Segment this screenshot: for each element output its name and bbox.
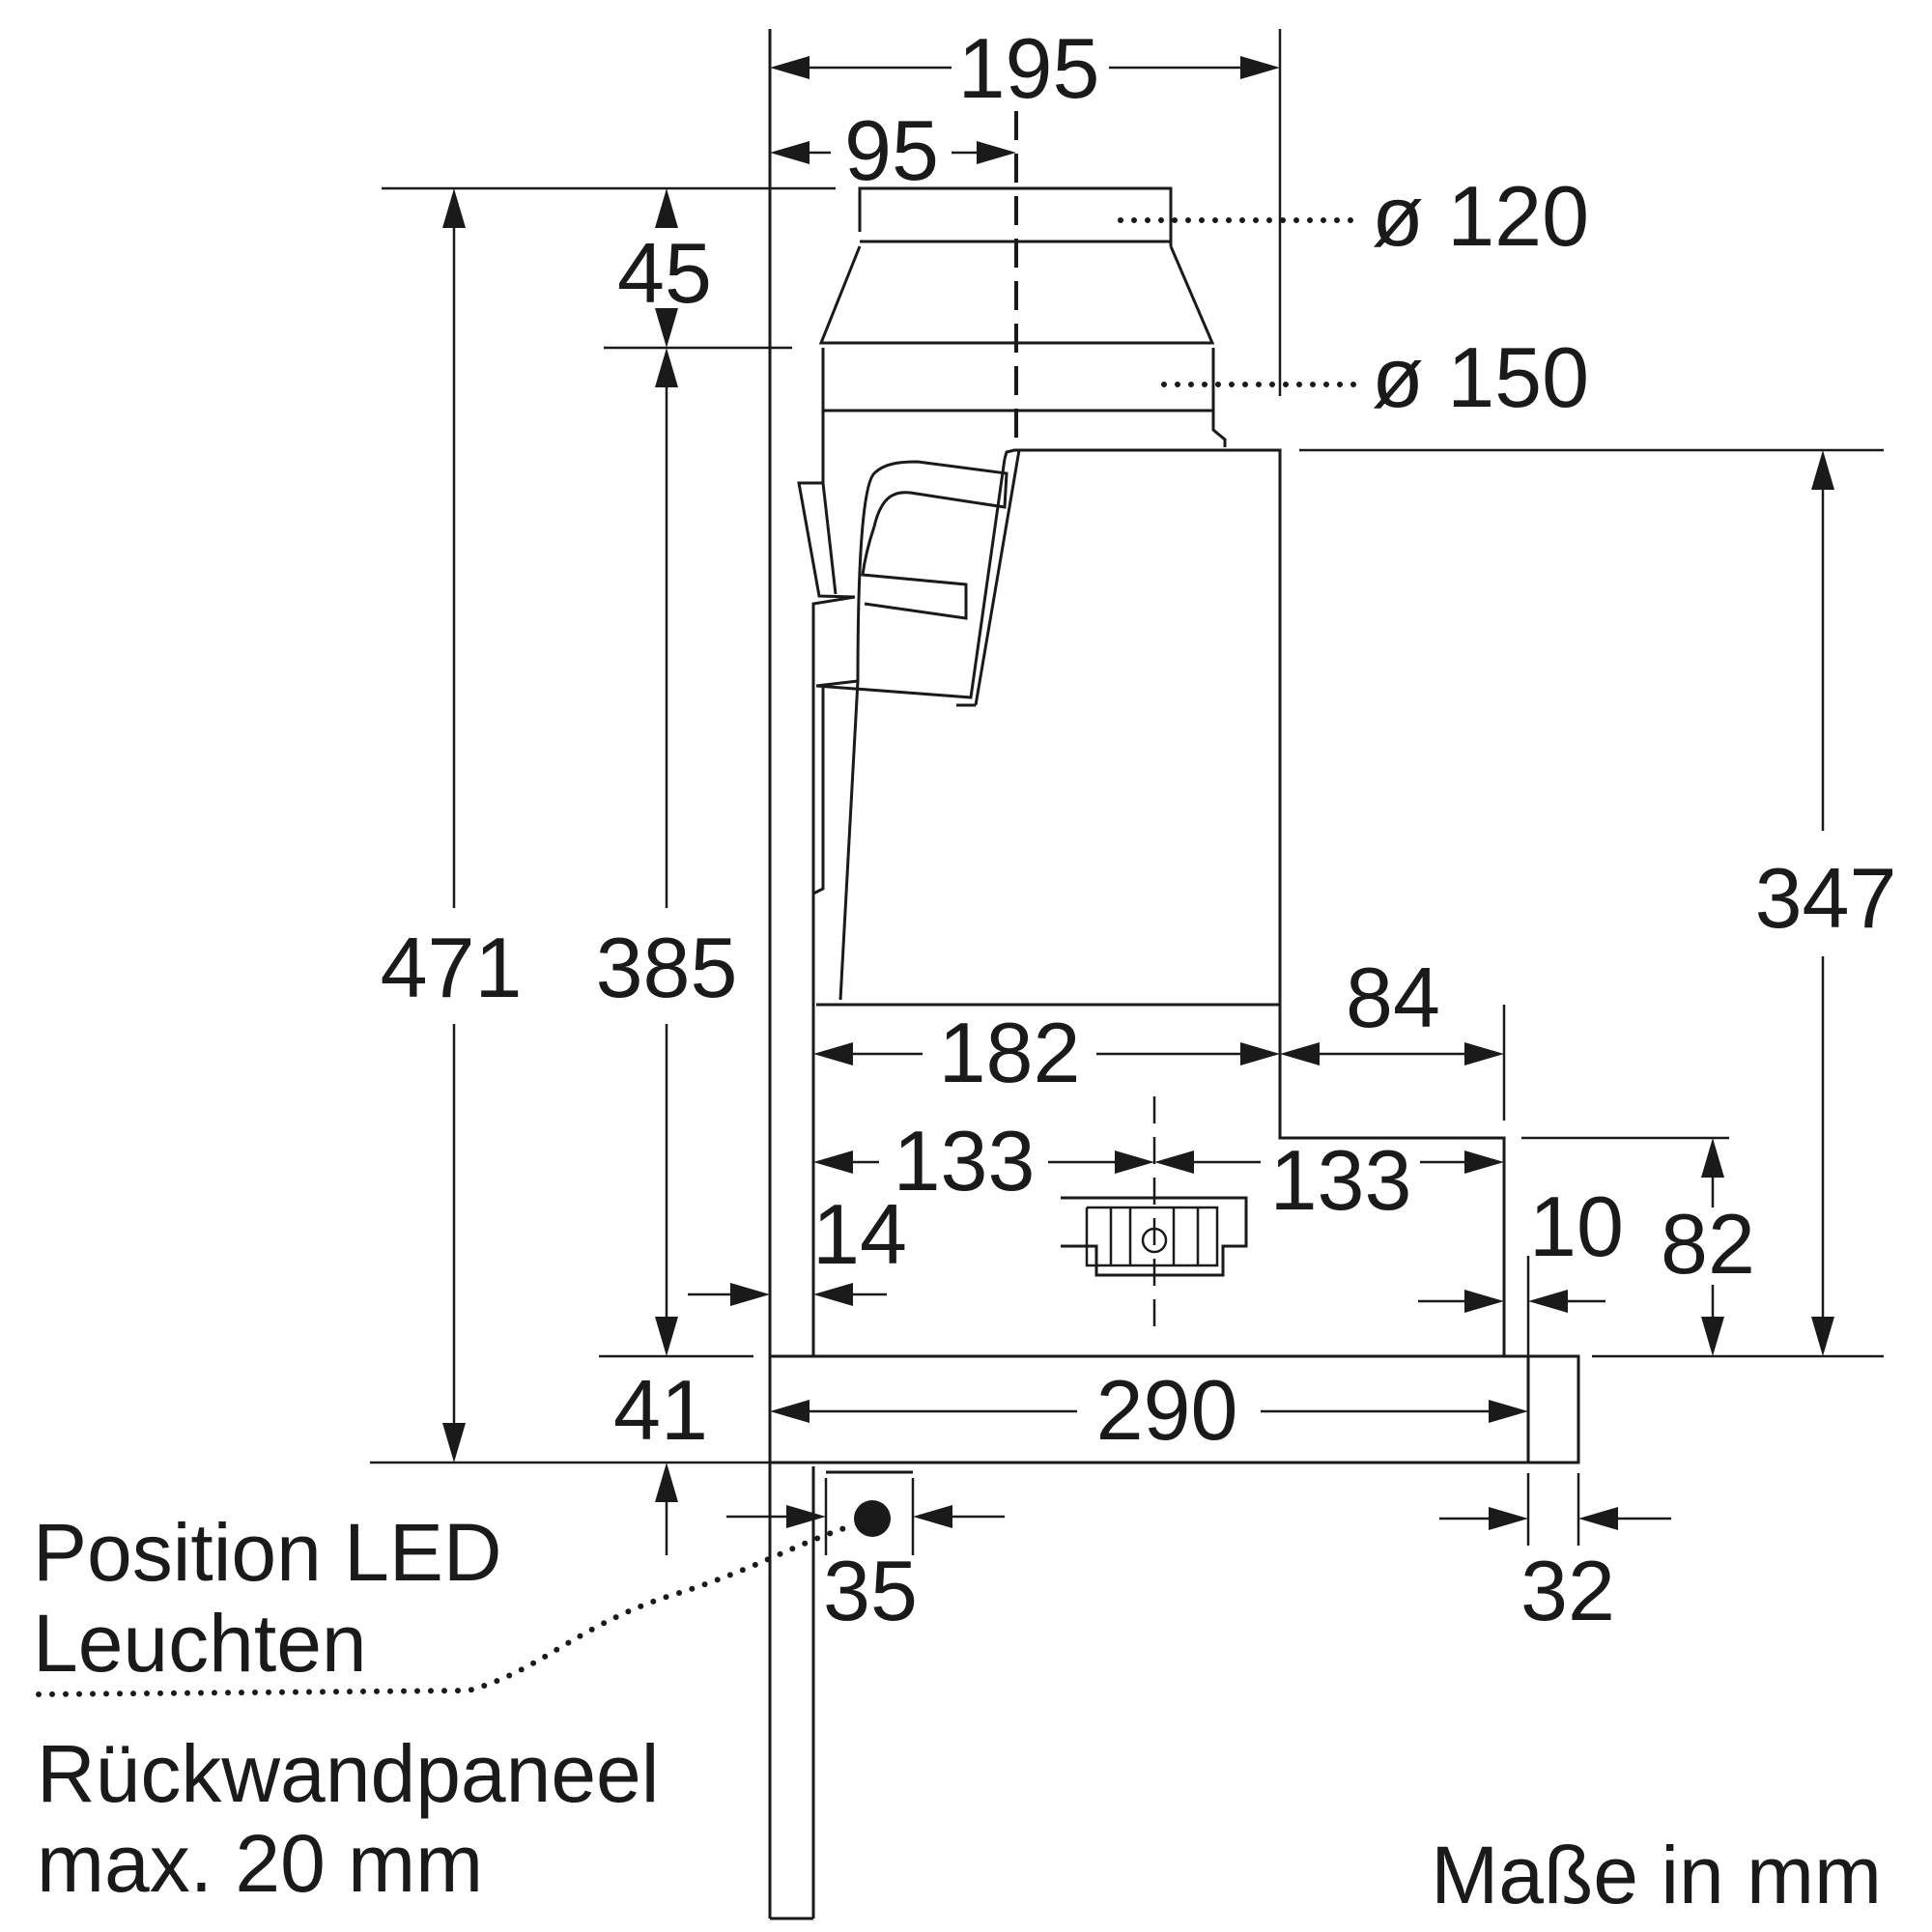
led-position-label-line1: Position LED [33, 1507, 502, 1598]
units-note: Maße in mm [1431, 1830, 1882, 1920]
dim-35: 35 [823, 1543, 918, 1638]
dim-347: 347 [1755, 850, 1897, 946]
dim-133-right: 133 [1270, 1132, 1412, 1228]
fan-housing [797, 448, 1282, 1007]
back-panel-label-line2: max. 20 mm [37, 1818, 483, 1909]
leader-lines [36, 217, 1360, 1697]
dim-line-195 [770, 56, 1280, 79]
led-position-label-line2: Leuchten [33, 1598, 367, 1689]
dim-line-35 [726, 1505, 1005, 1528]
diameter-150: ø 150 [1372, 329, 1589, 425]
dim-line-95 [770, 141, 1016, 164]
dim-133-left: 133 [894, 1113, 1036, 1208]
dim-line-10 [1418, 1290, 1605, 1313]
dim-line-45 [655, 188, 678, 348]
back-panel-label-line1: Rückwandpaneel [37, 1728, 659, 1819]
dim-195: 195 [958, 20, 1100, 116]
lower-body [811, 1005, 1506, 1356]
dim-385: 385 [596, 920, 738, 1015]
dim-line-133-right [1154, 1151, 1504, 1174]
dim-84: 84 [1346, 950, 1440, 1045]
dim-line-41 [655, 1463, 678, 1555]
dim-45: 45 [617, 225, 712, 321]
outlet-collar [818, 186, 1227, 483]
dim-line-471 [442, 188, 466, 1463]
diameter-120: ø 120 [1372, 168, 1589, 264]
motor-module [1061, 1096, 1248, 1333]
dim-14: 14 [812, 1186, 907, 1282]
dim-line-82 [1701, 1138, 1724, 1356]
dim-line-290 [770, 1400, 1528, 1423]
extension-lines [370, 29, 1884, 1555]
dim-82: 82 [1661, 1196, 1755, 1292]
dim-line-133-left [813, 1151, 1154, 1174]
led-light [826, 1470, 913, 1537]
dim-line-385 [655, 348, 678, 1356]
dim-41: 41 [613, 1362, 708, 1458]
dim-290: 290 [1096, 1362, 1238, 1458]
dim-32: 32 [1520, 1543, 1615, 1638]
dim-471: 471 [381, 920, 523, 1015]
dim-95: 95 [844, 102, 939, 198]
dim-line-182 [813, 1042, 1280, 1065]
diameter-labels: ø 120 ø 150 [1372, 168, 1589, 425]
dim-line-84 [1280, 1042, 1504, 1065]
dim-line-14 [688, 1283, 887, 1306]
dim-182: 182 [939, 1005, 1081, 1100]
bottom-panel [768, 1354, 1580, 1464]
dim-line-32 [1439, 1507, 1671, 1530]
dim-10: 10 [1529, 1179, 1624, 1274]
wall-profile [768, 29, 815, 1920]
dimension-labels: 195 95 45 471 385 347 182 84 133 133 14 … [381, 20, 1897, 1638]
annotation-labels: Position LED Leuchten Rückwandpaneel max… [33, 1507, 1882, 1920]
dim-line-347 [1811, 450, 1834, 1356]
